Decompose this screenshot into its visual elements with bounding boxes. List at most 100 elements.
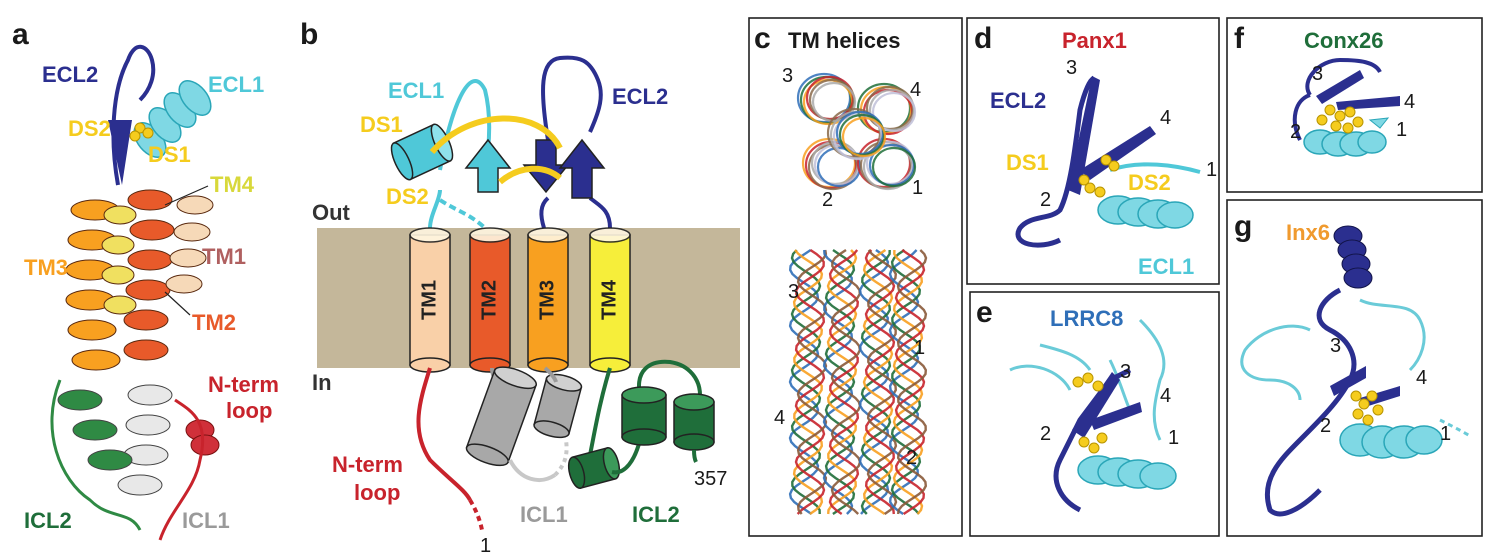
- c-helix-trace: [796, 249, 828, 515]
- b-ecl1-dashed: [438, 198, 487, 230]
- a-disulfide-balls: [129, 122, 154, 142]
- g-disulfide-balls: [1350, 390, 1384, 426]
- f-ecl2-ribbon: [1292, 57, 1382, 141]
- c-ring: [871, 146, 917, 188]
- b-nterm-line: [416, 367, 472, 502]
- g-ecl1-helix: [1339, 423, 1443, 459]
- c-top-num-1: 1: [912, 177, 923, 199]
- b-ecl1-loop: [438, 79, 492, 171]
- panel-a: a: [12, 18, 279, 541]
- f-num-1: 1: [1396, 119, 1407, 141]
- a-label-ecl1: ECL1: [208, 72, 264, 97]
- g-ecl1-loops: [1240, 298, 1426, 401]
- b-helix-tm2: TM2: [469, 227, 511, 373]
- c-helix-trace: [858, 249, 890, 515]
- a-nterm-ribbon: [158, 398, 205, 541]
- c-helix-trace: [788, 249, 820, 515]
- e-num-1: 1: [1168, 427, 1179, 449]
- b-icl2-cylinder-a: [621, 386, 667, 446]
- e-strand-1: [1072, 372, 1120, 438]
- c-helix-trace: [892, 249, 924, 515]
- b-label-start: 1: [480, 535, 491, 557]
- panel-c-frame: [748, 17, 963, 537]
- a-label-icl2: ICL2: [24, 508, 72, 533]
- d-num-3: 3: [1066, 57, 1077, 79]
- panel-g-title: Inx6: [1286, 220, 1330, 245]
- panel-d-frame: [966, 17, 1220, 285]
- g-strand-1: [1330, 366, 1366, 396]
- c-helix-trace: [794, 249, 826, 515]
- d-label-ds1: DS1: [1006, 150, 1049, 175]
- panel-c-title: TM helices: [788, 28, 900, 53]
- c-top-num-4: 4: [910, 79, 921, 101]
- b-helix-label-tm2: TM2: [478, 280, 500, 320]
- a-label-tm4: TM4: [210, 172, 255, 197]
- b-label-ds1: DS1: [360, 112, 403, 137]
- panel-e: e LRRC8 3 4 2 1: [969, 291, 1220, 537]
- panel-g: g Inx6 3 4 2 1: [1226, 199, 1483, 537]
- g-strand-2: [1360, 386, 1400, 408]
- b-label-icl2: ICL2: [632, 502, 680, 527]
- b-helix-tm1: TM1: [409, 227, 451, 373]
- b-ds1-arc: [429, 115, 563, 154]
- e-strand-2: [1090, 402, 1142, 430]
- d-label-ds2: DS2: [1128, 170, 1171, 195]
- b-icl2-tail: [692, 449, 698, 463]
- b-label-icl1: ICL1: [520, 502, 568, 527]
- a-tm2-leader: [164, 291, 191, 316]
- c-top-num-2: 2: [822, 189, 833, 211]
- f-num-4: 4: [1404, 91, 1415, 113]
- d-label-ecl1: ECL1: [1138, 254, 1194, 279]
- c-side-num-2: 2: [906, 447, 917, 469]
- a-ecl1-helix: [133, 80, 212, 158]
- c-helix-trace: [824, 249, 856, 515]
- b-label-ecl1: ECL1: [388, 78, 444, 103]
- panel-a-letter: a: [12, 18, 29, 51]
- b-icl2-cylinder-small: [567, 446, 621, 490]
- b-ecl2-strand-up: [558, 138, 606, 199]
- g-num-3: 3: [1330, 335, 1341, 357]
- b-ds2-arc: [498, 165, 562, 185]
- panel-e-title: LRRC8: [1050, 306, 1123, 331]
- c-side-view-helices: [788, 249, 928, 515]
- d-strand-2: [1080, 126, 1156, 180]
- c-top-num-3: 3: [782, 65, 793, 87]
- f-strand-1: [1316, 70, 1364, 104]
- c-helix-trace: [792, 249, 824, 515]
- a-icl-region: [50, 379, 173, 531]
- b-icl2-loop: [637, 359, 702, 396]
- g-num-1: 1: [1440, 423, 1451, 445]
- panel-d-title: Panx1: [1062, 28, 1127, 53]
- panel-f-title: Conx26: [1304, 28, 1383, 53]
- b-ecl2-stem-right: [588, 196, 612, 229]
- b-icl2-cylinder-b: [673, 393, 715, 451]
- c-side-num-4: 4: [774, 407, 785, 429]
- b-icl1-cylinder-big: [465, 366, 538, 467]
- panel-c: c TM helices 3 4 2 1 3 1 4 2: [748, 17, 963, 537]
- b-helix-tm4: TM4: [589, 227, 631, 373]
- b-nterm-dashed: [468, 498, 484, 531]
- f-disulfide-balls: [1316, 104, 1364, 134]
- a-label-ecl2: ECL2: [42, 62, 98, 87]
- b-ecl2-loop: [541, 55, 603, 141]
- g-ecl1-dashed: [1439, 418, 1471, 438]
- panel-b-letter: b: [300, 18, 318, 51]
- b-icl2-stem: [588, 367, 612, 456]
- d-ecl2-ribbon: [1015, 75, 1096, 248]
- e-ecl1-loops: [1009, 318, 1166, 441]
- c-helix-trace: [864, 249, 896, 515]
- a-label-tm1: TM1: [202, 244, 246, 269]
- a-label-tm2: TM2: [192, 310, 236, 335]
- b-label-ecl2: ECL2: [612, 84, 668, 109]
- panel-e-letter: e: [976, 296, 993, 329]
- c-top-view-rings: [796, 72, 917, 191]
- c-helix-trace: [822, 249, 854, 515]
- b-ecl1-stem: [428, 189, 442, 229]
- b-icl1-connector: [508, 459, 557, 482]
- b-icl1-stem2: [543, 366, 558, 383]
- panel-f: f Conx26 3 4 2 1: [1226, 17, 1483, 193]
